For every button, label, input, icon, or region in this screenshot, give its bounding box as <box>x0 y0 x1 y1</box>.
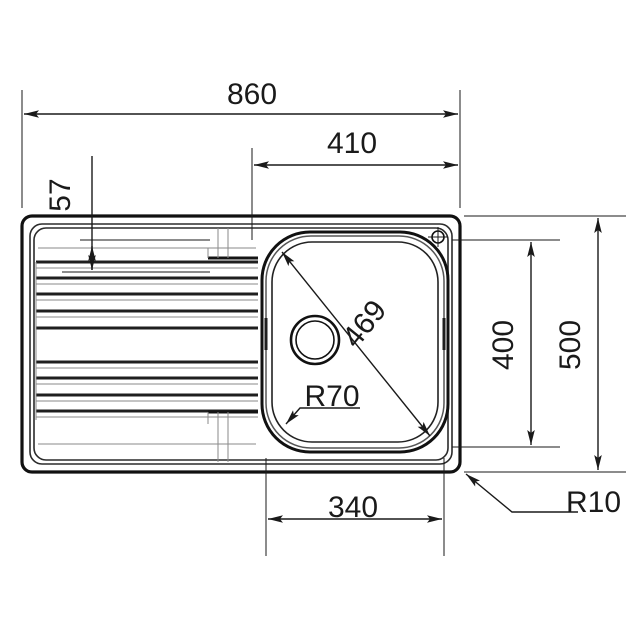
drain-outer-ring <box>289 314 341 366</box>
leader-bowl-corner-radius <box>285 407 360 425</box>
label-body-corner-radius: R10 <box>566 486 621 519</box>
drain-hole <box>289 314 341 366</box>
crosshair-marker <box>428 227 448 247</box>
label-bowl-height: 400 <box>487 320 520 370</box>
extension-lines <box>21 90 626 556</box>
sink-outer-flange <box>20 214 462 474</box>
label-overall-depth: 500 <box>554 320 587 370</box>
crosshair-cross <box>428 227 448 247</box>
ledge-notches <box>207 228 258 462</box>
label-bowl-offset-right: 410 <box>327 127 377 160</box>
label-overall-width: 860 <box>227 78 277 111</box>
label-bowl-width: 340 <box>328 491 378 524</box>
dimline-bowl-diagonal <box>281 251 431 437</box>
drainboard <box>35 247 258 445</box>
dimension-lines <box>24 110 602 523</box>
sink-inner-flange <box>29 223 453 465</box>
label-bowl-corner-radius: R70 <box>304 380 359 413</box>
label-ledge-offset-top: 57 <box>44 178 77 211</box>
bowl-inner-edge <box>271 241 439 443</box>
sink-body <box>20 214 462 474</box>
label-bowl-diagonal: 469 <box>336 294 393 354</box>
leader-body-corner-radius <box>465 473 578 513</box>
drain-inner-ring <box>295 320 335 360</box>
bowl-outer-edge <box>260 230 450 454</box>
